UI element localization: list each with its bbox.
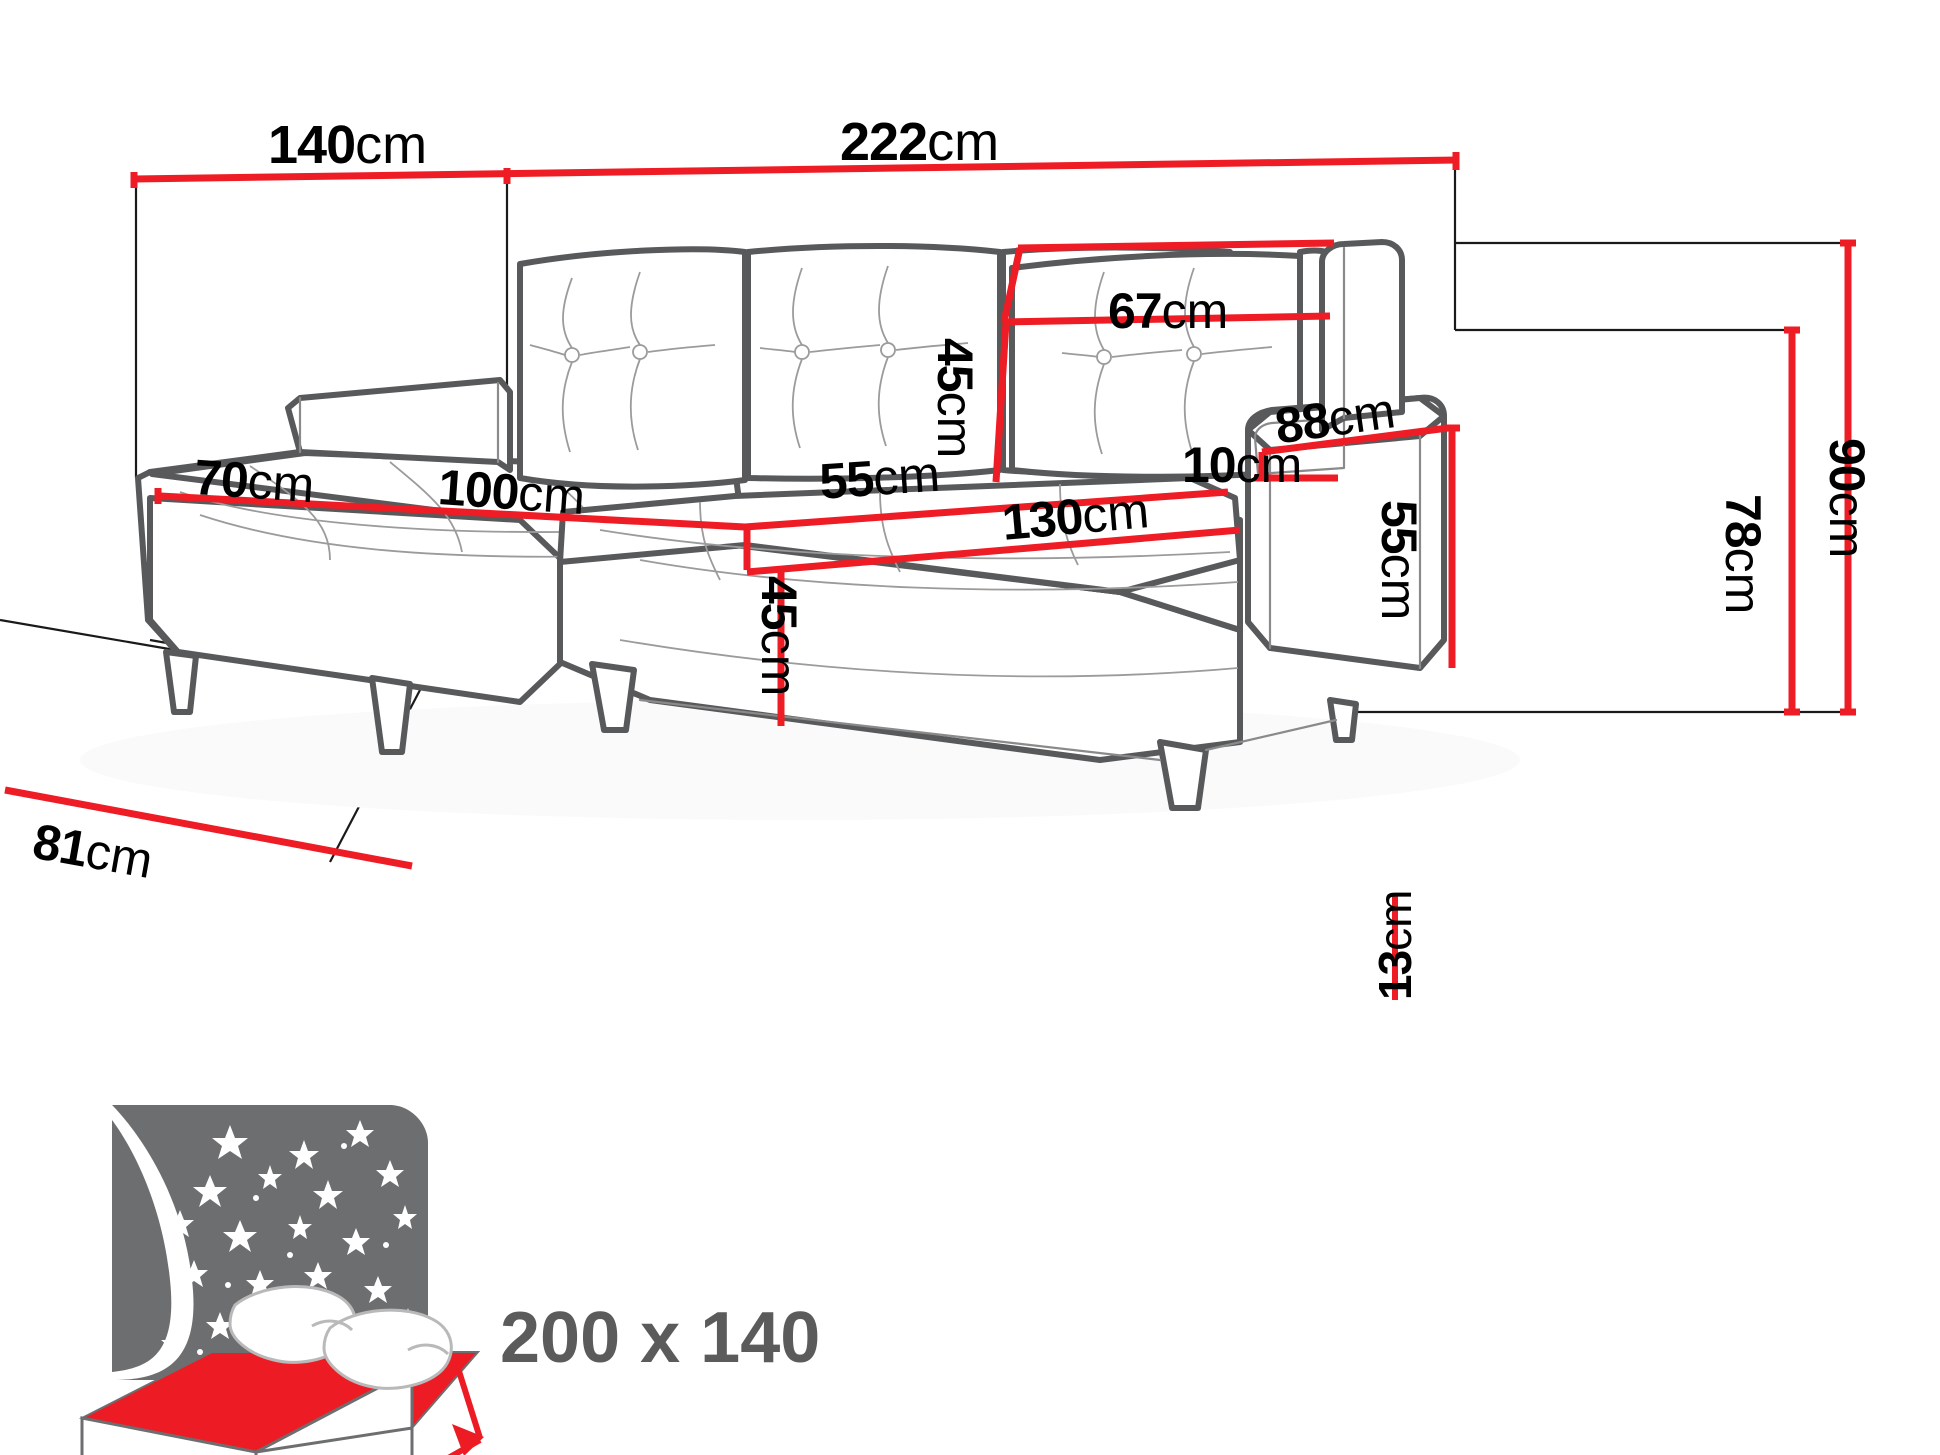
dimension-label-55cm-armrest: 55cm: [1371, 500, 1427, 621]
dimension-label-70cm: 70cm: [192, 449, 317, 514]
dimension-label-45cm-seat: 45cm: [751, 576, 807, 697]
dimension-label-45cm-backrest: 45cm: [927, 338, 983, 459]
sleeping-bed-icon: [78, 1105, 484, 1455]
dimension-label-10cm: 10cm: [1182, 437, 1303, 493]
dimension-label-100cm: 100cm: [436, 459, 587, 526]
dimension-label-55cm-seat: 55cm: [817, 445, 942, 510]
dimension-label-67cm: 67cm: [1108, 283, 1229, 339]
bed-size-label: 200 x 140: [500, 1298, 821, 1378]
dimension-label-140cm: 140cm: [268, 115, 428, 175]
dimension-label-130cm: 130cm: [999, 482, 1152, 551]
dimension-label-90cm: 90cm: [1819, 438, 1875, 559]
dimension-label-222cm: 222cm: [840, 112, 1000, 172]
dimension-label-78cm: 78cm: [1715, 494, 1771, 615]
dimension-label-13cm: 13cm: [1369, 889, 1421, 1001]
sofa-illustration: [80, 239, 1520, 820]
dimension-lines: [4, 152, 1856, 1000]
